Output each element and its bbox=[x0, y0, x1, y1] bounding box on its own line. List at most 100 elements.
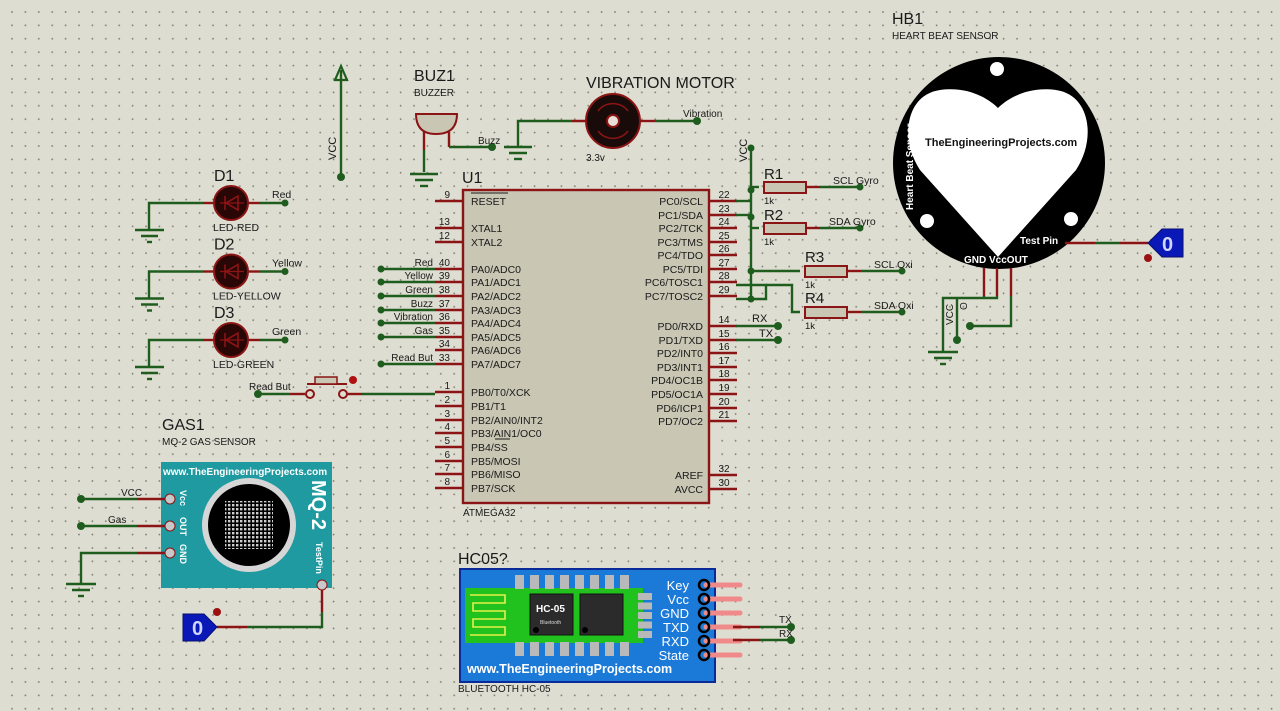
net-green: Green bbox=[377, 285, 435, 300]
bt-pin-label: RXD bbox=[662, 634, 689, 649]
gas-sensor[interactable]: GAS1 MQ-2 GAS SENSOR www.TheEngineeringP… bbox=[66, 417, 332, 642]
gas-vcc-net: VCC bbox=[121, 488, 142, 499]
net-red: Red bbox=[377, 258, 435, 273]
led-part: LED-YELLOW bbox=[213, 291, 281, 303]
pin-name: XTAL2 bbox=[471, 237, 502, 249]
gas-testpin-label: TestPin bbox=[314, 542, 324, 574]
read-button-net-label: Read But bbox=[249, 382, 291, 393]
pin-name: AVCC bbox=[675, 484, 704, 496]
bt-pin-state[interactable]: State bbox=[659, 648, 743, 663]
pin-name: PC4/TDO bbox=[657, 250, 703, 262]
resistor-ref: R3 bbox=[805, 249, 824, 266]
pin-number: 40 bbox=[439, 258, 451, 269]
gas-logic-probe[interactable]: 0 bbox=[182, 608, 221, 642]
bt-pad bbox=[545, 575, 554, 589]
pin-number: 39 bbox=[439, 271, 451, 282]
bt-pad bbox=[590, 642, 599, 656]
pin-name: PB4/SS bbox=[471, 442, 508, 454]
bt-pin-gnd[interactable]: GND bbox=[660, 606, 743, 621]
hb-ref: HB1 bbox=[892, 11, 923, 28]
pin-name: PD4/OC1B bbox=[651, 375, 703, 387]
pin-number: 14 bbox=[718, 315, 730, 326]
bt-pad bbox=[605, 642, 614, 656]
buzzer[interactable]: BUZ1 BUZZER Buzz bbox=[410, 68, 500, 188]
bt-pin-label: GND bbox=[660, 606, 689, 621]
pin-name: PA4/ADC4 bbox=[471, 318, 521, 330]
led-ref: D3 bbox=[214, 305, 235, 322]
vcc-label: VCC bbox=[327, 137, 339, 160]
vibration-motor[interactable]: VIBRATION MOTOR Vibration 3.3v bbox=[504, 75, 735, 164]
pin-number: 37 bbox=[439, 299, 451, 310]
read-button[interactable]: Read But bbox=[249, 376, 435, 399]
bt-pin-vcc[interactable]: Vcc bbox=[667, 592, 743, 607]
bt-pin-label: Vcc bbox=[667, 592, 689, 607]
bt-pad bbox=[638, 621, 652, 629]
led-group: D1LED-REDRedD2LED-YELLOWYellowD3LED-GREE… bbox=[135, 168, 302, 381]
pin-number: 17 bbox=[718, 356, 730, 367]
pin-number: 22 bbox=[718, 190, 730, 201]
bt-pin-key[interactable]: Key bbox=[667, 578, 743, 593]
led-part: LED-RED bbox=[213, 222, 260, 234]
pin-number: 20 bbox=[718, 397, 730, 408]
bt-ref: HC05? bbox=[458, 551, 508, 568]
bluetooth-module[interactable]: HC05? HC-05 Bluetooth www.TheEngineering… bbox=[458, 551, 795, 695]
heart-shape bbox=[908, 89, 1088, 257]
pin-number: 16 bbox=[718, 342, 730, 353]
vcc-terminal[interactable]: VCC bbox=[327, 63, 349, 181]
gas-pin-out: OUT bbox=[178, 517, 188, 537]
led-net-label: Red bbox=[272, 189, 291, 201]
bt-rx-net: RX bbox=[779, 629, 793, 640]
pin-number: 6 bbox=[444, 450, 450, 461]
hb-probe-value: 0 bbox=[1162, 234, 1173, 256]
hb-logic-probe[interactable]: 0 bbox=[1144, 228, 1184, 262]
pin-number: 33 bbox=[439, 353, 451, 364]
heart-beat-sensor[interactable]: HB1 HEART BEAT SENSOR TheEngineeringProj… bbox=[892, 11, 1184, 366]
atmega32-chip[interactable]: U1 ATMEGA32 9RESET13XTAL112XTAL240PA0/AD… bbox=[435, 170, 737, 519]
